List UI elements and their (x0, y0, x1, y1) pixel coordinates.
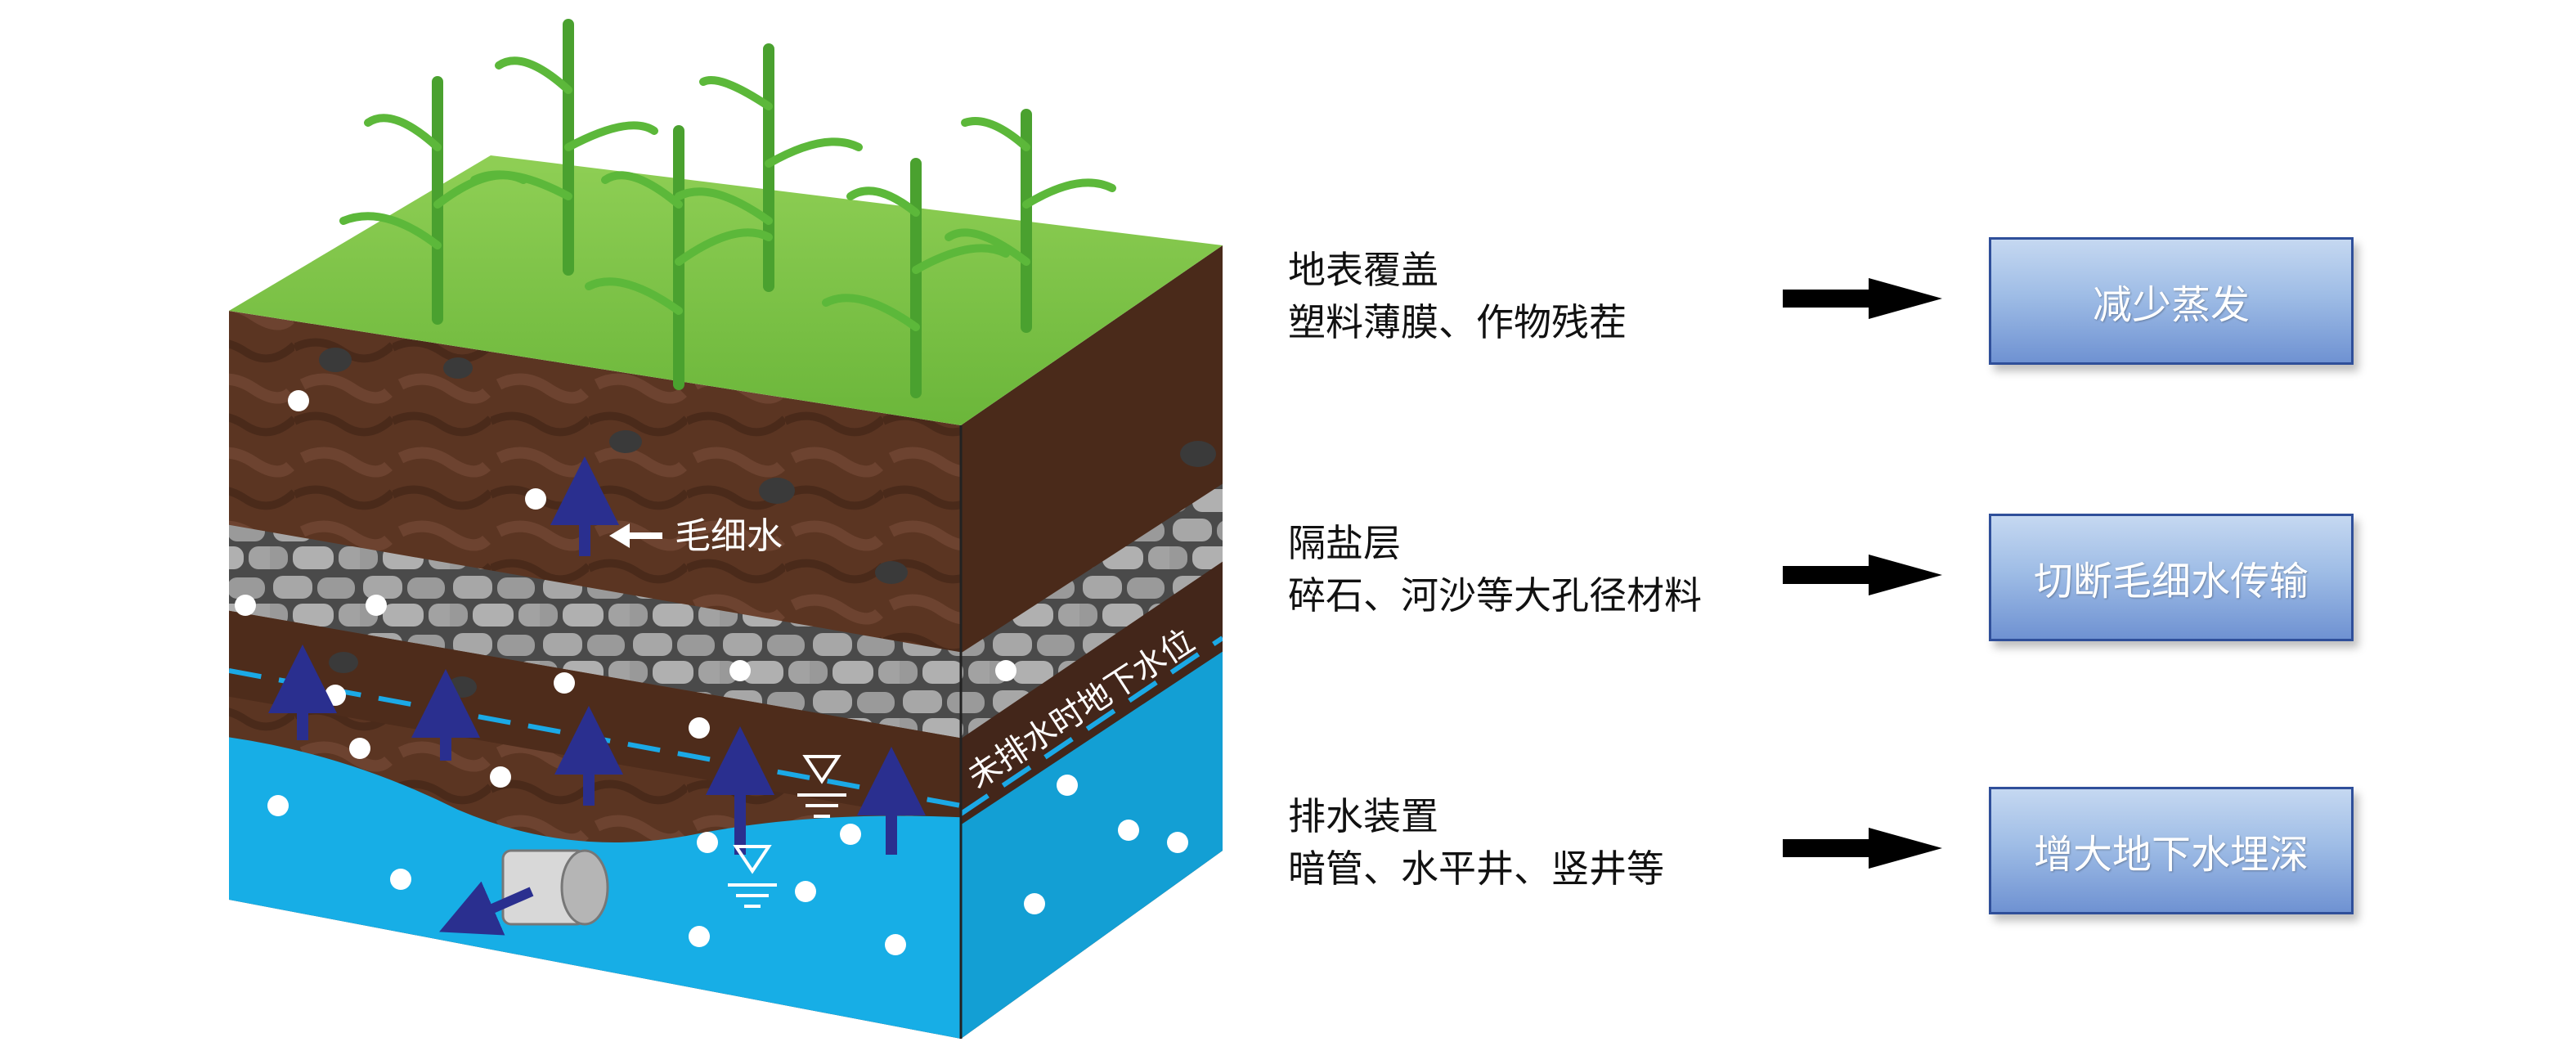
row-salt-barrier-arrow (1783, 555, 1942, 595)
drain-pipe (439, 849, 609, 936)
row-drainage-title: 排水装置 (1288, 794, 1438, 838)
water-level-symbols (728, 755, 846, 908)
capillary-rise-arrows (268, 456, 926, 855)
row-drainage-subtitle: 暗管、水平井、竖井等 (1288, 847, 1664, 891)
row-drainage-arrow (1783, 828, 1942, 869)
row-surface-cover-subtitle: 塑料薄膜、作物残茬 (1288, 300, 1627, 344)
row-salt-barrier-title: 隔盐层 (1288, 521, 1401, 565)
result-cut-capillary-transport: 切断毛细水传输 (1989, 514, 2354, 641)
salt-particles (235, 390, 1188, 955)
pebbles (319, 348, 1216, 698)
gravel-salt-barrier-layer (229, 523, 961, 740)
row-salt-barrier-subtitle: 碎石、河沙等大孔径材料 (1288, 573, 1702, 618)
capillary-water-label: 毛细水 (675, 515, 783, 557)
row-surface-cover-text: 地表覆盖 塑料薄膜、作物残茬 (1288, 244, 1627, 348)
grass-surface (229, 155, 1223, 425)
result-reduce-evaporation: 减少蒸发 (1989, 237, 2354, 365)
front-face (229, 311, 961, 1039)
corn-plants (339, 19, 1116, 398)
row-surface-cover-title: 地表覆盖 (1288, 248, 1438, 292)
row-salt-barrier-text: 隔盐层 碎石、河沙等大孔径材料 (1288, 517, 1702, 622)
row-surface-cover-arrow (1783, 278, 1942, 319)
result-increase-groundwater-depth: 增大地下水埋深 (1989, 787, 2354, 914)
row-drainage-text: 排水装置 暗管、水平井、竖井等 (1288, 790, 1664, 895)
